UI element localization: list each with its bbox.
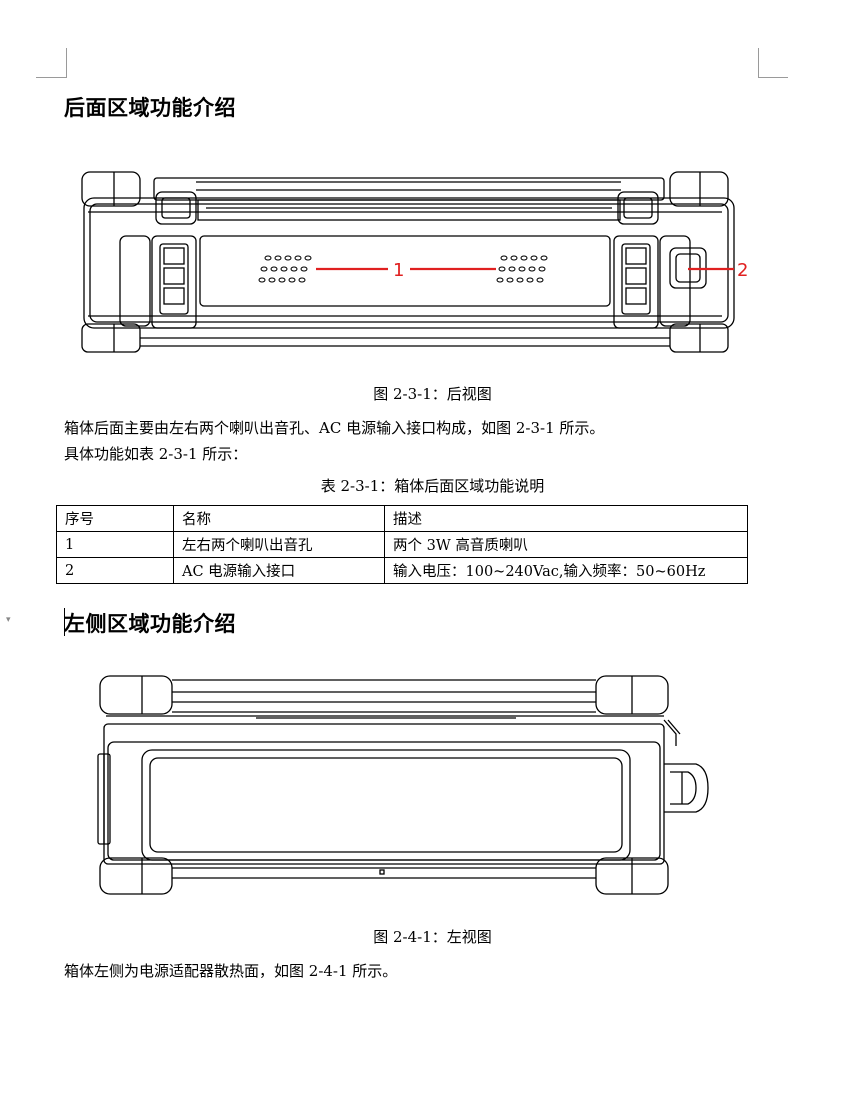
paragraph-rear-2: 具体功能如表 2-3-1 所示： — [64, 445, 248, 463]
table-caption-rear: 表 2-3-1：箱体后面区域功能说明 — [320, 477, 545, 495]
table-cell: 1 — [56, 531, 174, 558]
table-cell: AC 电源输入接口 — [173, 557, 385, 584]
text-cursor — [64, 608, 65, 636]
table-row: 1 左右两个喇叭出音孔 两个 3W 高音质喇叭 — [56, 531, 748, 558]
header-index: 序号 — [56, 505, 174, 532]
header-description: 描述 — [384, 505, 748, 532]
rear-function-table: 序号 名称 描述 1 左右两个喇叭出音孔 两个 3W 高音质喇叭 2 AC 电源… — [56, 505, 748, 584]
rear-view-figure: 1 2 — [81, 171, 748, 353]
table-cell: 左右两个喇叭出音孔 — [173, 531, 385, 558]
crop-mark-top-left-v — [66, 48, 67, 78]
paragraph-left-1: 箱体左侧为电源适配器散热面，如图 2-4-1 所示。 — [64, 962, 398, 980]
callout-2: 2 — [737, 260, 748, 281]
section-title-left: 左侧区域功能介绍 — [64, 612, 236, 636]
header-name: 名称 — [173, 505, 385, 532]
figure-caption-rear: 图 2-3-1：后视图 — [373, 385, 492, 403]
table-cell: 2 — [56, 557, 174, 584]
table-header-row: 序号 名称 描述 — [56, 505, 748, 532]
figure-caption-left: 图 2-4-1：左视图 — [373, 928, 492, 946]
table-row: 2 AC 电源输入接口 输入电压：100~240Vac,输入频率：50~60Hz — [56, 557, 748, 584]
table-cell: 两个 3W 高音质喇叭 — [384, 531, 748, 558]
paragraph-anchor-icon: ▾ — [6, 615, 11, 625]
paragraph-rear-1: 箱体后面主要由左右两个喇叭出音孔、AC 电源输入接口构成，如图 2-3-1 所示… — [64, 419, 605, 437]
crop-mark-top-right-v — [758, 48, 759, 78]
callout-1: 1 — [393, 260, 404, 281]
crop-mark-top-left-h — [36, 77, 67, 78]
table-cell: 输入电压：100~240Vac,输入频率：50~60Hz — [384, 557, 748, 584]
left-view-figure — [97, 675, 709, 895]
crop-mark-top-right-h — [758, 77, 788, 78]
section-title-rear: 后面区域功能介绍 — [64, 96, 236, 120]
